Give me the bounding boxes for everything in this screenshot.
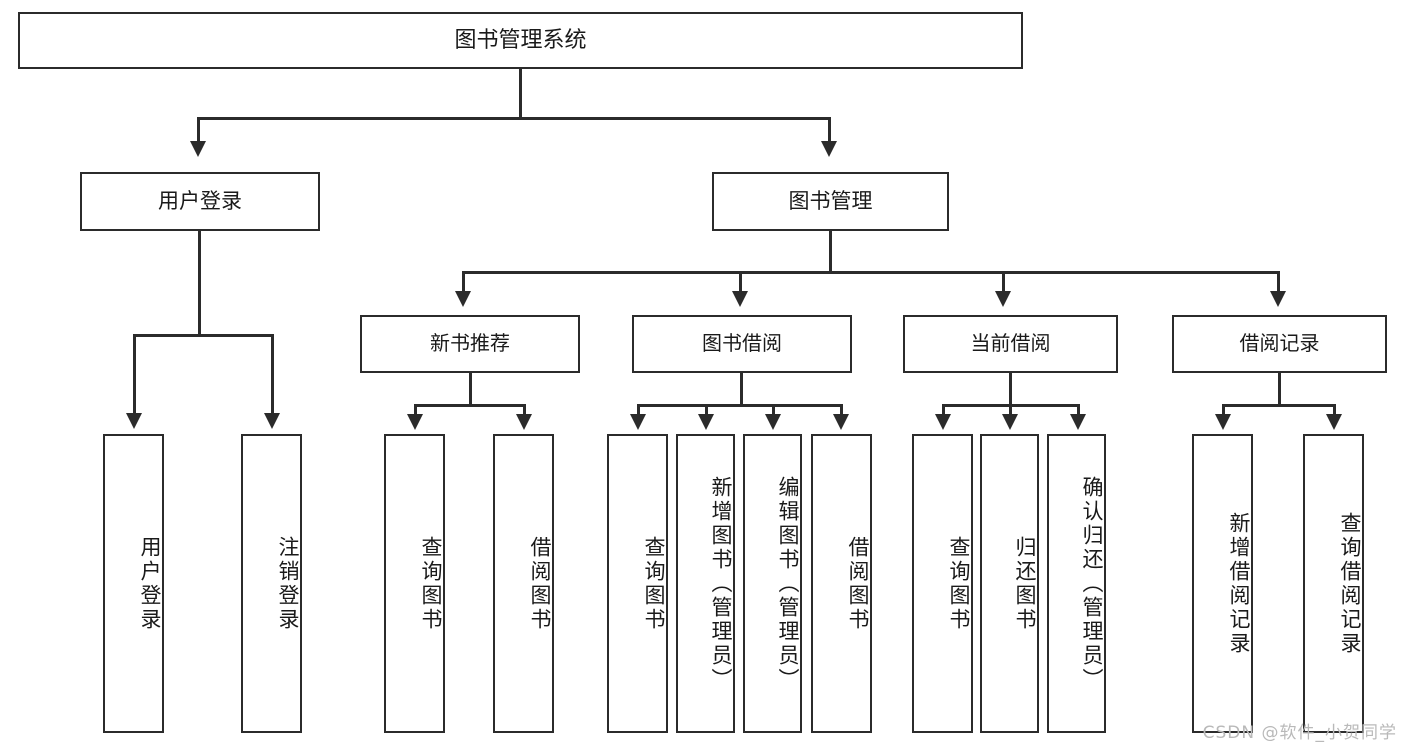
node-label: 图书管理 [788,189,873,214]
leaf-cb-confirm-return-admin[interactable]: 确认归还（管理员） [1047,434,1106,733]
arrow-to-bb-leaf-3 [765,414,781,430]
leaf-cb-query-book[interactable]: 查询图书 [912,434,973,733]
node-new-book-recommend[interactable]: 新书推荐 [360,315,580,373]
connector-drop-cb-leaf-1 [942,404,945,416]
node-user-login[interactable]: 用户登录 [80,172,320,231]
arrow-to-new-book-recommend [455,291,471,307]
node-label: 归还图书 [1013,535,1037,632]
leaf-bb-add-book-admin[interactable]: 新增图书（管理员） [676,434,735,733]
node-label: 查询图书 [419,535,443,632]
connector-drop-borrow-record [1277,271,1280,293]
node-label: 当前借阅 [970,331,1051,356]
node-label: 用户登录 [138,535,162,632]
connector-drop-bb-leaf-1 [637,404,640,416]
node-label: 借阅图书 [528,535,552,632]
connector-book-borrow-stem [740,373,743,406]
node-label: 查询借阅记录 [1338,511,1362,656]
node-current-borrow[interactable]: 当前借阅 [903,315,1118,373]
node-label: 查询图书 [947,535,971,632]
connector-user-login-bus [133,334,274,337]
node-label: 借阅记录 [1239,331,1320,356]
connector-drop-cb-leaf-2 [1009,404,1012,416]
leaf-logout[interactable]: 注销登录 [241,434,302,733]
connector-drop-new-book-recommend [462,271,465,293]
arrow-to-br-leaf-2 [1326,414,1342,430]
node-label: 新书推荐 [430,331,510,356]
leaf-bb-edit-book-admin[interactable]: 编辑图书（管理员） [743,434,802,733]
arrow-to-bb-leaf-2 [698,414,714,430]
node-label: 用户登录 [158,189,242,214]
connector-borrow-record-bus [1222,404,1336,407]
leaf-bb-query-book[interactable]: 查询图书 [607,434,668,733]
node-label: 新增借阅记录 [1227,511,1251,656]
connector-drop-nbr-leaf-1 [414,404,417,416]
node-label: 查询图书 [642,535,666,632]
arrow-to-nbr-leaf-1 [407,414,423,430]
connector-drop-br-leaf-1 [1222,404,1225,416]
connector-new-book-recommend-stem [469,373,472,406]
connector-drop-bb-leaf-2 [705,404,708,416]
arrow-to-cb-leaf-3 [1070,414,1086,430]
node-label: 确认归还（管理员） [1080,475,1104,692]
node-book-borrow[interactable]: 图书借阅 [632,315,852,373]
node-label: 借阅图书 [846,535,870,632]
connector-level1-drop-user-login [197,117,200,143]
leaf-user-login[interactable]: 用户登录 [103,434,164,733]
connector-drop-nbr-leaf-2 [523,404,526,416]
node-label: 图书管理系统 [454,27,587,53]
connector-book-management-stem [829,231,832,273]
arrow-to-book-management [821,141,837,157]
node-root-book-management-system[interactable]: 图书管理系统 [18,12,1023,69]
node-label: 新增图书（管理员） [709,475,733,692]
connector-level1-bus [197,117,831,120]
node-borrow-record[interactable]: 借阅记录 [1172,315,1387,373]
arrow-to-nbr-leaf-2 [516,414,532,430]
leaf-br-add-record[interactable]: 新增借阅记录 [1192,434,1253,733]
leaf-cb-return-book[interactable]: 归还图书 [980,434,1039,733]
arrow-to-book-borrow [732,291,748,307]
arrow-to-borrow-record [1270,291,1286,307]
node-label: 注销登录 [276,535,300,632]
arrow-to-bb-leaf-4 [833,414,849,430]
connector-new-book-recommend-bus [414,404,526,407]
connector-borrow-record-stem [1278,373,1281,406]
leaf-nbr-borrow-book[interactable]: 借阅图书 [493,434,554,733]
connector-drop-book-borrow [739,271,742,293]
node-book-management[interactable]: 图书管理 [712,172,949,231]
arrow-to-user-login-leaf-2 [264,413,280,429]
arrow-to-current-borrow [995,291,1011,307]
leaf-br-query-record[interactable]: 查询借阅记录 [1303,434,1364,733]
connector-drop-user-login-leaf-2 [271,334,274,415]
connector-drop-bb-leaf-3 [772,404,775,416]
connector-user-login-stem [198,231,201,335]
connector-level2-bus [462,271,1280,274]
arrow-to-bb-leaf-1 [630,414,646,430]
connector-level1-drop-book-management [828,117,831,143]
arrow-to-cb-leaf-2 [1002,414,1018,430]
connector-drop-user-login-leaf-1 [133,334,136,415]
leaf-nbr-query-book[interactable]: 查询图书 [384,434,445,733]
node-label: 编辑图书（管理员） [776,475,800,692]
connector-current-borrow-stem [1009,373,1012,406]
connector-root-stem [519,69,522,118]
connector-book-borrow-bus [637,404,843,407]
connector-drop-cb-leaf-3 [1077,404,1080,416]
node-label: 图书借阅 [702,331,782,356]
arrow-to-user-login [190,141,206,157]
arrow-to-user-login-leaf-1 [126,413,142,429]
connector-drop-current-borrow [1002,271,1005,293]
arrow-to-cb-leaf-1 [935,414,951,430]
connector-drop-br-leaf-2 [1333,404,1336,416]
leaf-bb-borrow-book[interactable]: 借阅图书 [811,434,872,733]
arrow-to-br-leaf-1 [1215,414,1231,430]
connector-drop-bb-leaf-4 [840,404,843,416]
